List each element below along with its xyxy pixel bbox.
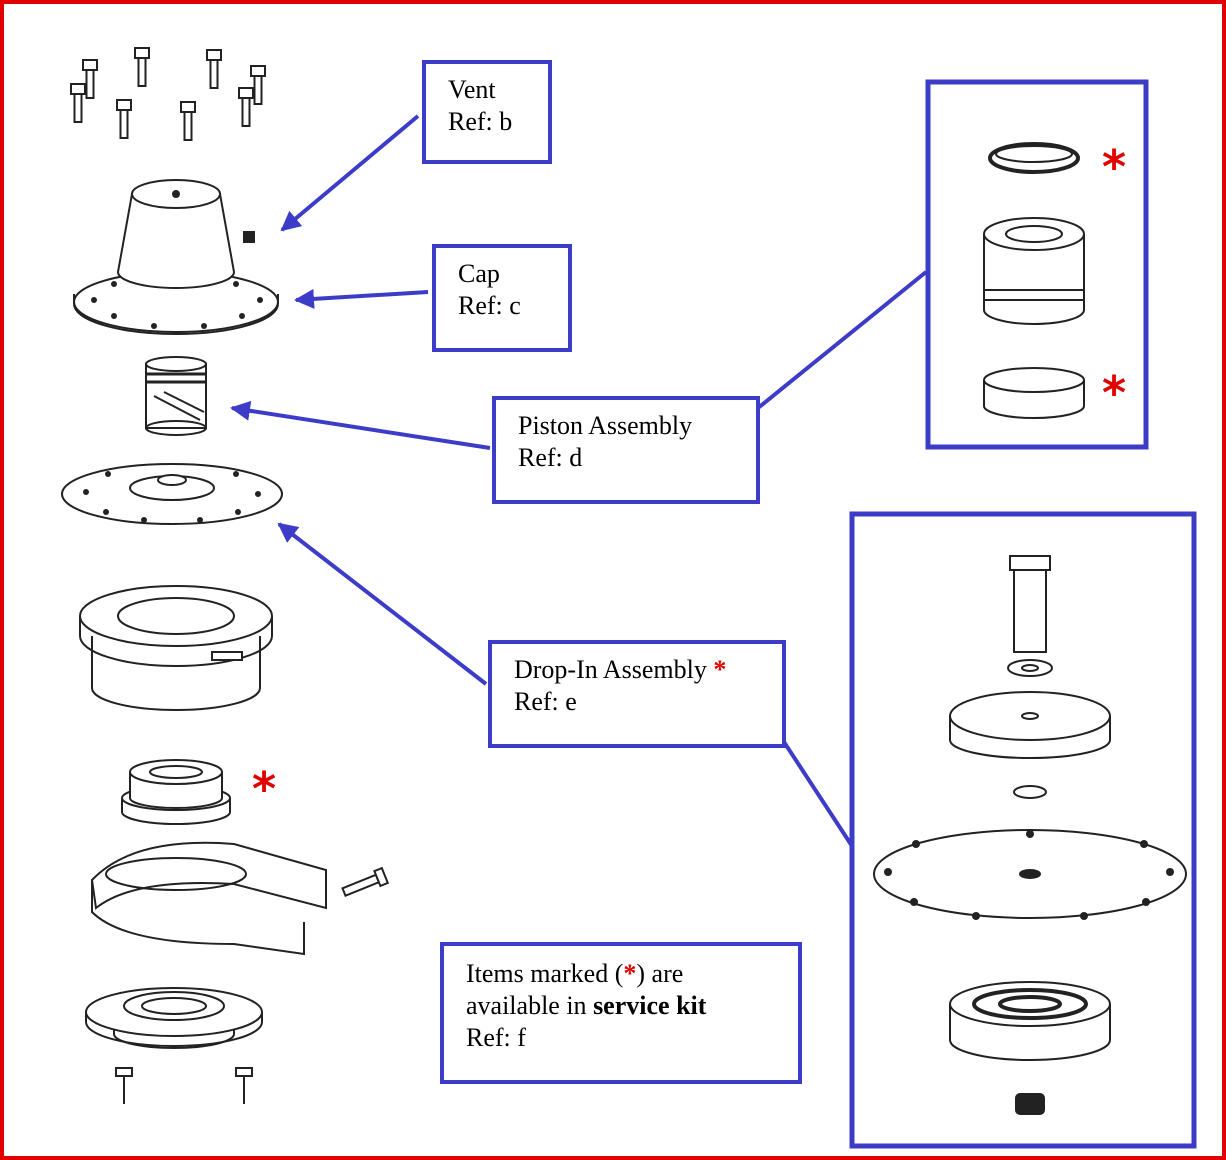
dropin-label: Drop-In Assembly (514, 655, 707, 684)
note-marker: * (623, 959, 637, 988)
note-text-3: available in (466, 991, 594, 1020)
dropin-marker: * (713, 655, 727, 684)
note-text-2: ) are (636, 959, 684, 988)
piston-callout: Piston Assembly Ref: d (492, 396, 760, 504)
piston-ref: Ref: d (518, 443, 583, 472)
dropin-detail-connector (782, 740, 854, 848)
piston-detail-connector (756, 270, 928, 410)
piston-drawing (145, 356, 207, 436)
cap-callout: Cap Ref: c (432, 244, 572, 352)
diaphragm-drawing (61, 463, 283, 525)
piston-label: Piston Assembly (518, 411, 693, 440)
vent-arrow (280, 114, 420, 232)
clamp-drawing (90, 841, 390, 956)
vent-ref: Ref: b (448, 107, 513, 136)
piston-detail-frame (925, 79, 1149, 450)
dropin-ref: Ref: e (514, 687, 577, 716)
service-kit-marker: * (1102, 140, 1127, 194)
vent-label: Vent (448, 75, 496, 104)
cap-screws-drawing (70, 47, 266, 141)
seat-drawing (121, 759, 231, 825)
valve-body-drawing (79, 585, 273, 711)
cap-label: Cap (458, 259, 500, 288)
piston-arrow (230, 400, 491, 450)
dropin-arrow (277, 522, 488, 686)
exploded-parts-drawing (61, 47, 1197, 1149)
dropin-detail-drawing (873, 555, 1187, 1115)
dropin-detail-frame (849, 511, 1197, 1149)
service-kit-note: Items marked (*) are available in servic… (440, 942, 802, 1084)
service-kit-marker: * (252, 762, 277, 816)
cap-ref: Ref: c (458, 291, 521, 320)
piston-detail-drawing (983, 142, 1085, 419)
cap-drawing (73, 179, 279, 335)
vent-callout: Vent Ref: b (422, 60, 552, 164)
note-ref: Ref: f (466, 1023, 526, 1052)
service-kit-marker: * (1102, 366, 1127, 420)
cap-arrow (294, 288, 429, 309)
base-drawing (85, 987, 263, 1104)
note-text-1: Items marked ( (466, 959, 624, 988)
note-service-kit: service kit (593, 991, 707, 1020)
dropin-callout: Drop-In Assembly * Ref: e (488, 640, 786, 748)
